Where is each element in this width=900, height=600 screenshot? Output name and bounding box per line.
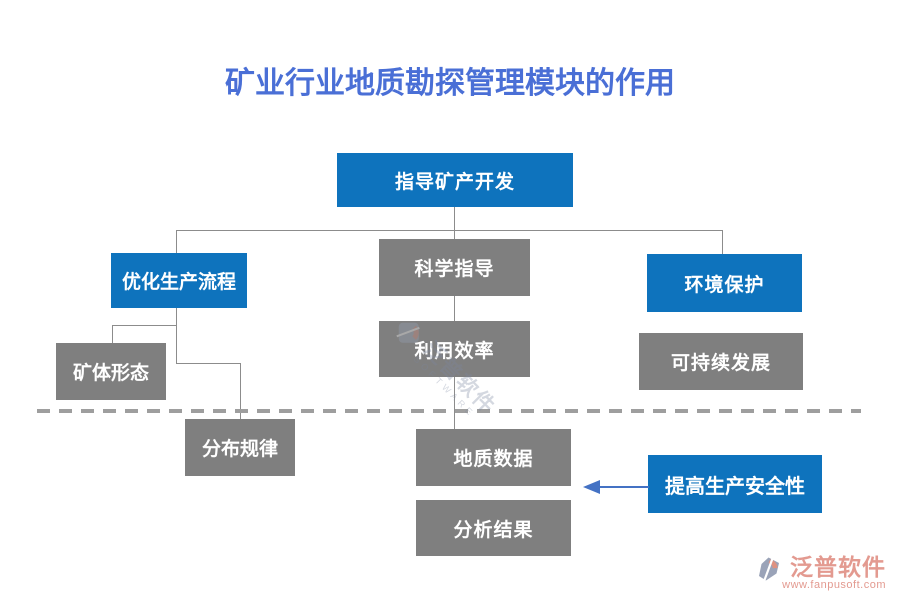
connector-line xyxy=(112,325,113,344)
node-scientific-guidance: 科学指导 xyxy=(379,239,530,296)
arrow-line xyxy=(599,486,649,488)
node-improve-production-safety: 提高生产安全性 xyxy=(648,455,822,513)
dashed-divider-line xyxy=(37,409,861,413)
node-label: 提高生产安全性 xyxy=(665,475,805,498)
connector-line xyxy=(454,230,455,240)
node-distribution-pattern: 分布规律 xyxy=(185,419,295,476)
arrow-head-left-icon xyxy=(583,480,600,494)
node-label: 优化生产流程 xyxy=(121,272,236,293)
node-utilization-efficiency: 利用效率 xyxy=(379,321,530,377)
node-optimize-production-process: 优化生产流程 xyxy=(111,253,247,308)
node-label: 指导矿产开发 xyxy=(394,171,515,193)
connector-line xyxy=(240,363,241,420)
page-title: 矿业行业地质勘探管理模块的作用 xyxy=(225,67,675,100)
brand-logo: 泛普软件 www.fanpusoft.com xyxy=(758,555,886,592)
node-label: 矿体形态 xyxy=(72,363,149,384)
node-label: 可持续发展 xyxy=(670,353,771,374)
node-label: 环境保护 xyxy=(684,274,765,296)
connector-line xyxy=(454,377,455,430)
node-analysis-results: 分析结果 xyxy=(416,500,571,556)
connector-line xyxy=(112,325,177,326)
node-label: 分布规律 xyxy=(201,439,278,460)
node-label: 科学指导 xyxy=(414,259,495,280)
node-label: 分析结果 xyxy=(453,519,534,541)
connector-line xyxy=(176,230,723,231)
node-sustainable-development: 可持续发展 xyxy=(639,333,803,390)
connector-line xyxy=(176,363,241,364)
connector-line xyxy=(454,296,455,322)
node-environmental-protection: 环境保护 xyxy=(647,254,802,312)
brand-logo-icon xyxy=(758,557,780,586)
connector-line xyxy=(176,230,177,254)
node-guide-mineral-development: 指导矿产开发 xyxy=(337,153,573,207)
node-label: 地质数据 xyxy=(453,449,534,470)
node-geological-data: 地质数据 xyxy=(416,429,571,486)
node-label: 利用效率 xyxy=(414,340,495,362)
connector-line xyxy=(176,308,177,364)
brand-logo-name: 泛普软件 xyxy=(790,554,886,580)
brand-logo-url: www.fanpusoft.com xyxy=(782,579,886,591)
connector-line xyxy=(454,207,455,231)
connector-line xyxy=(722,230,723,255)
node-ore-body-shape: 矿体形态 xyxy=(56,343,166,400)
